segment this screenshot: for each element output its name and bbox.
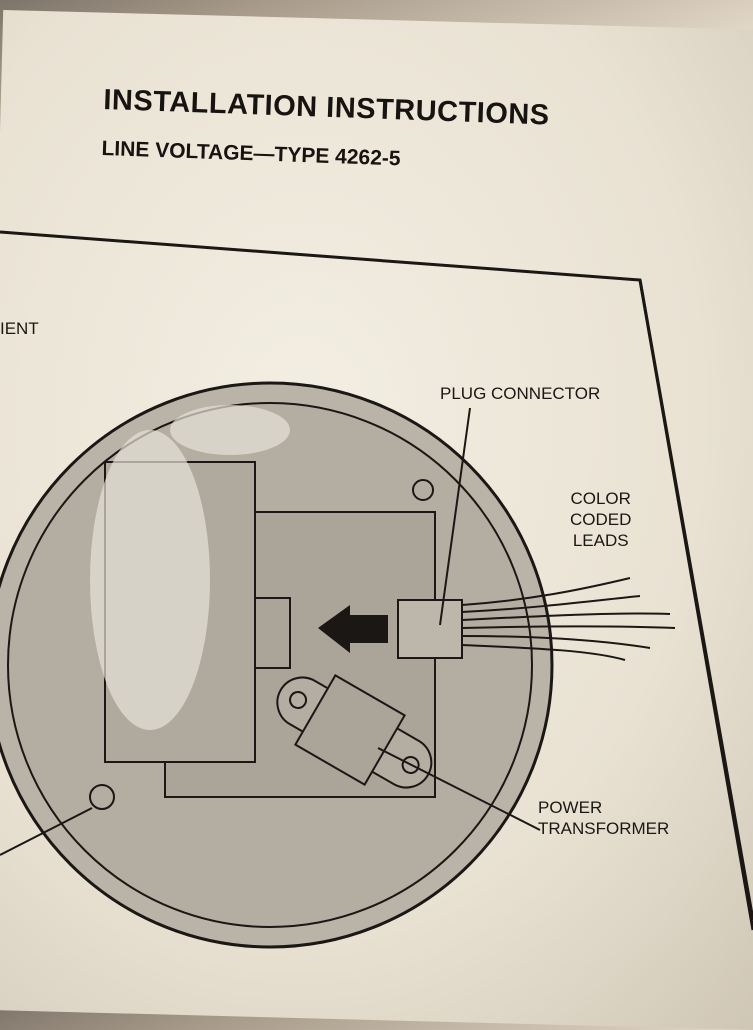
label-line: CODED [570,510,632,529]
plug-connector [397,599,463,659]
leader-line [0,807,93,856]
partial-label: IENT [0,319,39,338]
damage-stain [90,430,210,730]
damage-stain [170,405,290,455]
label-line: POWER [538,798,603,817]
leader-line [377,747,541,831]
color-coded-leads [461,577,676,661]
mount-hole [412,479,434,501]
label-line: COLOR [570,489,631,508]
power-transformer-label: POWER TRANSFORMER [538,797,669,839]
label-line: TRANSFORMER [538,819,670,838]
color-coded-leads-label: COLOR CODED LEADS [570,488,631,551]
plug-connector-label: PLUG CONNECTOR [440,384,601,403]
wiring-diagram [0,230,753,949]
label-line: LEADS [572,531,629,550]
power-transformer [276,673,433,789]
leader-line [439,407,471,626]
mount-hole [89,784,115,810]
arrow-icon [318,605,388,653]
